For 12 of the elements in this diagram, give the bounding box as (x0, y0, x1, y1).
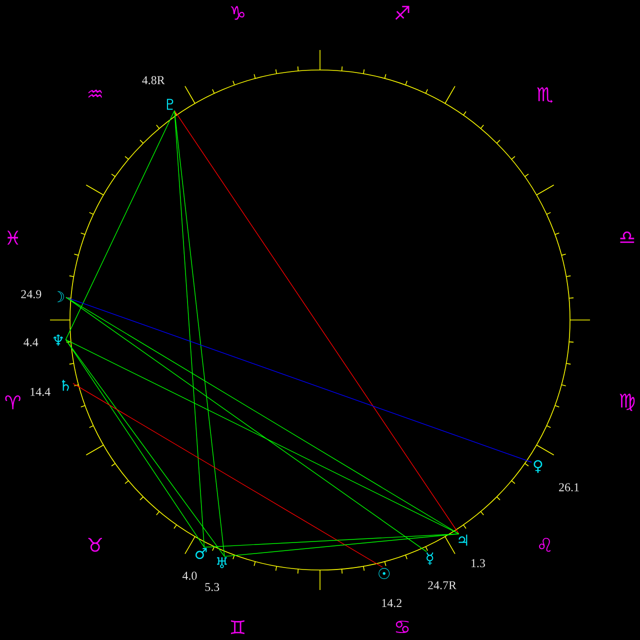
degree-label: 14.4 (30, 388, 50, 396)
zodiac-sign: ♊ (230, 620, 244, 634)
degree-label: 24.9 (21, 290, 42, 298)
zodiac-sign: ♍ (620, 394, 635, 411)
zodiac-sign: ♈ (5, 395, 20, 410)
zodiac-sign: ♐ (395, 6, 410, 20)
zodiac-sign: ♎ (620, 232, 634, 243)
degree-label: 14.2 (382, 599, 402, 608)
degree-label: 4.4 (24, 338, 38, 346)
zodiac-sign: ♓ (7, 230, 18, 245)
zodiac-sign: ♑ (230, 6, 244, 20)
zodiac-sign: ♋ (396, 620, 409, 634)
